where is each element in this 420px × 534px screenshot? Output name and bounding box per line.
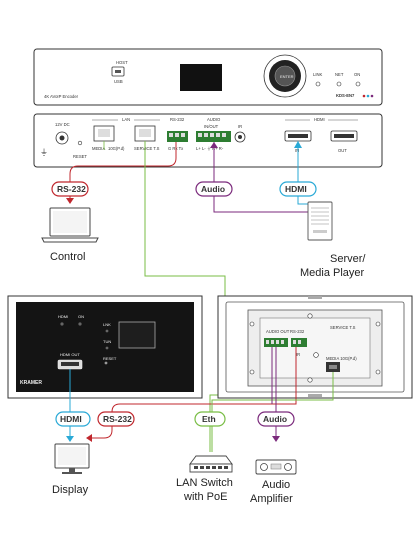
kramer-brand: KRAMER — [20, 380, 42, 386]
rs232-terminal[interactable] — [167, 131, 188, 142]
hdmi-led-icon — [60, 322, 64, 326]
encoder-name-label: 4K AVoIP Encoder — [44, 94, 79, 99]
inout-label: IN/OUT — [204, 124, 219, 129]
on-led-label: ON — [78, 314, 84, 319]
badge-audio-top-label: Audio — [201, 184, 225, 194]
decoder-reset-button[interactable] — [104, 361, 108, 365]
link-label: LINK — [313, 72, 323, 77]
arrow-down-icon — [66, 436, 74, 442]
hdmi-out-label: OUT — [338, 148, 347, 153]
decoder-ir-label: IR — [296, 352, 300, 357]
on-led-icon — [78, 322, 82, 326]
lan-caption-1: LAN Switch — [176, 477, 233, 489]
arrow-down-icon — [272, 436, 280, 442]
decoder-rs232-label: RS-232 — [290, 329, 305, 334]
control-caption: Control — [50, 251, 85, 263]
amp-caption-2: Amplifier — [250, 493, 293, 505]
decoder-rs232-terminal[interactable] — [291, 338, 307, 347]
amplifier-icon — [255, 459, 297, 475]
dc-label: 12V DC — [55, 122, 70, 127]
decoder-service-label: SERVICE T.S — [330, 325, 356, 330]
badge-rs232-top-label: RS-232 — [57, 184, 86, 194]
hdmi-led-label: HDMI — [58, 314, 68, 319]
hdmi-out-plate-label: HDMI OUT — [60, 352, 80, 357]
lan-label: LAN — [122, 117, 130, 122]
badge-audio-top: Audio — [195, 181, 233, 197]
arrow-up-icon — [294, 141, 302, 148]
hdmi-in-port[interactable] — [284, 130, 312, 142]
badge-rs232-top: RS-232 — [51, 181, 89, 197]
model-label: KDS-EN7 — [336, 93, 355, 98]
ir-label: IR — [238, 124, 242, 129]
ground-icon: ⏚ — [40, 148, 48, 157]
hdmi-label: HDMI — [314, 117, 325, 122]
tun-label: TUN — [103, 339, 111, 344]
service-label: SERVICE T.S — [134, 146, 160, 151]
badge-rs232-bottom-label: RS-232 — [103, 414, 132, 424]
amp-caption-1: Audio — [262, 479, 290, 491]
badge-hdmi-top: HDMI — [279, 181, 317, 197]
link-led-icon — [315, 81, 321, 87]
service-lan-port[interactable] — [134, 125, 156, 142]
badge-audio-bottom: Audio — [257, 411, 295, 427]
decoder-reset-label: RESET — [103, 356, 117, 361]
decoder-audio-terminal[interactable] — [264, 338, 288, 347]
audio-pins-label: L+ L- ⏚ R+ R- — [196, 146, 224, 151]
audio-label: AUDIO — [207, 117, 221, 122]
badge-eth-label: Eth — [202, 414, 216, 424]
enter-icon: ENTER — [280, 74, 294, 79]
display-caption: Display — [52, 484, 89, 496]
navigation-knob[interactable]: ENTER — [263, 54, 307, 98]
net-led-icon — [336, 81, 342, 87]
badge-rs232-bottom: RS-232 — [97, 411, 135, 427]
decoder-audio-out-label: AUDIO OUT — [266, 329, 290, 334]
host-label: HOST — [116, 60, 128, 65]
server-icon — [307, 201, 333, 241]
arrow-up-icon — [210, 142, 218, 148]
decoder-media-port[interactable] — [326, 362, 340, 372]
on-led-icon — [355, 81, 361, 87]
net-label: NET — [335, 72, 344, 77]
rear-rs232-label: RS-232 — [170, 117, 185, 122]
arrow-down-icon — [66, 198, 74, 204]
laptop-icon — [41, 207, 99, 243]
rear-reset-label: RESET — [73, 154, 87, 159]
lan-caption-2: with PoE — [183, 491, 227, 503]
decoder-display — [118, 321, 156, 349]
badge-audio-bottom-label: Audio — [263, 414, 287, 424]
audio-cable-top — [213, 148, 308, 213]
decoder-hdmi-out-port[interactable] — [57, 359, 83, 370]
media-lan-port[interactable] — [93, 125, 115, 142]
server-caption-2: Media Player — [300, 267, 365, 279]
rs232-cable-top — [69, 142, 177, 198]
poe-label: 10G(P.d) — [108, 146, 125, 151]
audio-terminal[interactable] — [196, 131, 231, 142]
display-icon — [54, 443, 90, 474]
encoder-front-panel: HOST USB 4K AVoIP Encoder ENTER LINK NET… — [33, 48, 383, 106]
decoder-front-plate: HDMI ON LNK TUN RESET HDMI OUT KRAMER — [7, 295, 203, 399]
arrow-left-icon — [86, 434, 92, 442]
badge-hdmi-top-label: HDMI — [285, 184, 307, 194]
decoder-rear-box: AUDIO OUT RS-232 SERVICE T.S IR MEDIA 10… — [217, 295, 413, 399]
badge-eth: Eth — [194, 411, 226, 427]
server-caption-1: Server/ — [330, 253, 366, 265]
on-label: ON — [354, 72, 360, 77]
decoder-ir-port[interactable] — [313, 352, 319, 358]
badge-hdmi-bottom: HDMI — [55, 411, 91, 427]
usb-label: USB — [114, 79, 123, 84]
lan-switch-icon — [189, 455, 233, 473]
encoder-rear-panel: 12V DC ⏚ RESET LAN MEDIA 10G(P.d) SERVIC… — [33, 113, 383, 168]
media-label: MEDIA — [92, 146, 105, 151]
front-display — [180, 64, 222, 91]
hdmi-out-port[interactable] — [330, 130, 358, 142]
decoder-media-label: MEDIA 10G(P.d) — [326, 356, 357, 361]
hdmi-in-label: IN — [295, 148, 299, 153]
lnk-label: LNK — [103, 322, 111, 327]
badge-hdmi-bottom-label: HDMI — [60, 414, 82, 424]
reset-button[interactable] — [77, 140, 83, 146]
